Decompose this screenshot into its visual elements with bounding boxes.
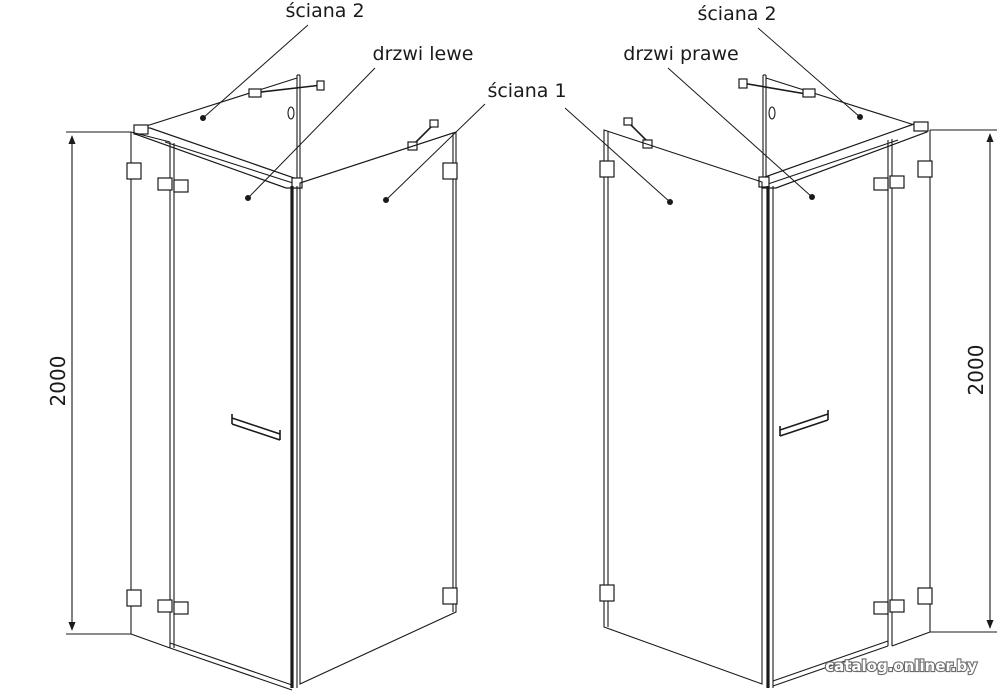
right-fixed-wall [599, 129, 763, 685]
right-label-door-text: drzwi prawe [623, 43, 738, 65]
left-door-handle [231, 414, 281, 441]
watermark: catalog.onliner.by [825, 657, 977, 675]
left-label-wall2-text: ściana 2 [285, 0, 364, 22]
left-hinge-panel [126, 131, 171, 649]
left-back-wall [139, 74, 301, 180]
left-fixed-wall [299, 131, 458, 685]
right-door-handle [779, 410, 829, 437]
left-stabilizer-bar-back [248, 80, 325, 98]
left-label-wall1: ściana 1 [383, 80, 567, 203]
left-height-dimension: 2000 [46, 131, 131, 635]
left-height-value: 2000 [46, 356, 70, 407]
left-stabilizer-bar-side [407, 119, 439, 151]
right-label-wall2-text: ściana 2 [697, 3, 776, 25]
right-stabilizer-bar-side [623, 117, 653, 149]
right-height-dimension: 2000 [930, 129, 997, 633]
left-enclosure: 2000 ściana 2 drzwi lewe ściana 1 [46, 0, 567, 691]
right-door [766, 139, 905, 688]
left-label-door: drzwi lewe [245, 43, 473, 201]
left-door [157, 142, 298, 691]
right-enclosure: 2000 ściana 2 drzwi prawe [564, 3, 997, 688]
right-label-wall2: ściana 2 [697, 3, 863, 120]
right-label-wall1-leader [564, 107, 673, 205]
left-label-door-text: drzwi lewe [373, 43, 474, 65]
left-label-wall2: ściana 2 [200, 0, 365, 121]
right-height-value: 2000 [964, 345, 988, 396]
right-stabilizer-bar-back [738, 78, 816, 98]
left-label-wall1-text: ściana 1 [487, 80, 566, 102]
right-back-wall [762, 74, 925, 180]
right-hinge-panel [891, 130, 933, 647]
right-label-door: drzwi prawe [623, 43, 815, 200]
